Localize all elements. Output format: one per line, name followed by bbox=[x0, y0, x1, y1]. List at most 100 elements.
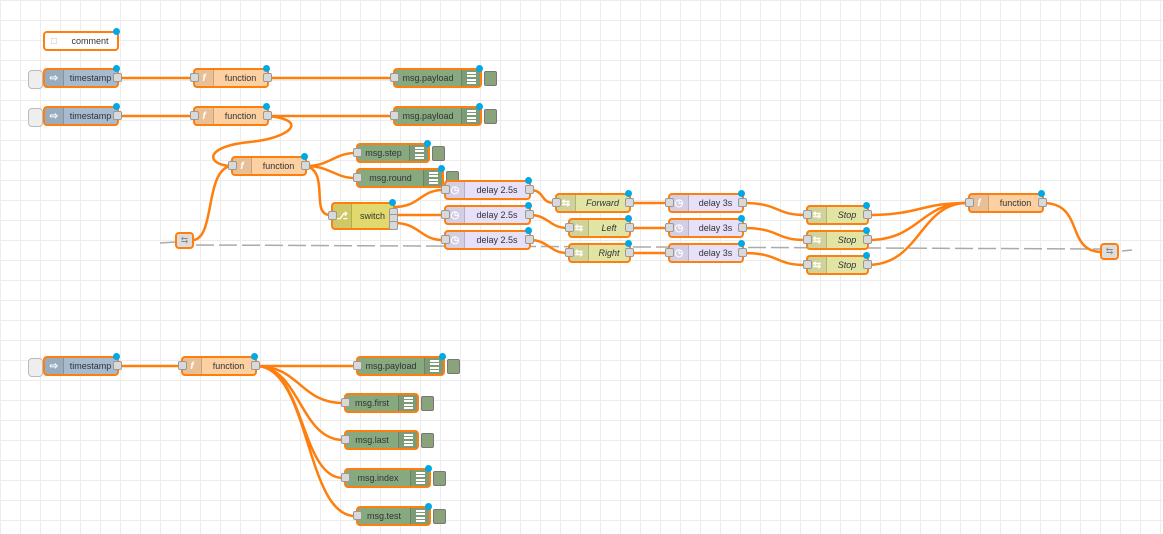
output-port[interactable] bbox=[301, 161, 310, 170]
inject-node[interactable]: ⇨ timestamp bbox=[43, 65, 122, 88]
input-port[interactable] bbox=[565, 248, 574, 257]
wire[interactable] bbox=[192, 164, 232, 242]
input-port[interactable] bbox=[665, 248, 674, 257]
function-node[interactable]: f function bbox=[965, 190, 1047, 213]
debug-toggle-button[interactable] bbox=[421, 433, 434, 448]
output-port[interactable] bbox=[738, 223, 747, 232]
output-port[interactable] bbox=[625, 223, 634, 232]
input-port[interactable] bbox=[665, 223, 674, 232]
function-node[interactable]: f function bbox=[228, 153, 310, 176]
delay-node[interactable]: ◷ delay 2.5s bbox=[441, 227, 534, 250]
debug-node[interactable]: msg.payload bbox=[390, 103, 483, 126]
change-node-stop[interactable]: ⇆ Stop bbox=[803, 202, 872, 225]
delay-node[interactable]: ◷ delay 3s bbox=[665, 240, 747, 263]
inject-node[interactable]: ⇨ timestamp bbox=[43, 103, 122, 126]
input-port[interactable] bbox=[190, 111, 199, 120]
input-port[interactable] bbox=[565, 223, 574, 232]
input-port[interactable] bbox=[228, 161, 237, 170]
wire[interactable] bbox=[392, 188, 445, 209]
input-port[interactable] bbox=[803, 260, 812, 269]
debug-toggle-button[interactable] bbox=[484, 71, 497, 86]
wire[interactable] bbox=[254, 364, 357, 518]
input-port[interactable] bbox=[441, 185, 450, 194]
change-node-stop[interactable]: ⇆ Stop bbox=[803, 227, 872, 250]
inject-button[interactable] bbox=[28, 108, 43, 127]
output-port[interactable] bbox=[389, 221, 398, 230]
output-port[interactable] bbox=[263, 73, 272, 82]
wire[interactable] bbox=[304, 164, 332, 217]
debug-toggle-button[interactable] bbox=[421, 396, 434, 411]
debug-toggle-button[interactable] bbox=[433, 509, 446, 524]
function-node[interactable]: f function bbox=[190, 103, 272, 126]
inject-node[interactable]: ⇨ timestamp bbox=[43, 353, 122, 376]
wire[interactable] bbox=[392, 221, 445, 242]
input-port[interactable] bbox=[803, 210, 812, 219]
input-port[interactable] bbox=[353, 148, 362, 157]
debug-node[interactable]: msg.first bbox=[341, 393, 419, 413]
input-port[interactable] bbox=[803, 235, 812, 244]
debug-toggle-button[interactable] bbox=[447, 359, 460, 374]
change-node-left[interactable]: ⇆ Left bbox=[565, 215, 634, 238]
debug-node[interactable]: msg.payload bbox=[390, 65, 483, 88]
input-port[interactable] bbox=[178, 361, 187, 370]
wire[interactable] bbox=[254, 364, 345, 405]
input-port[interactable] bbox=[390, 73, 399, 82]
wire[interactable] bbox=[304, 151, 357, 168]
delay-node[interactable]: ◷ delay 2.5s bbox=[441, 177, 534, 200]
input-port[interactable] bbox=[665, 198, 674, 207]
wire[interactable] bbox=[304, 164, 357, 180]
inject-button[interactable] bbox=[28, 358, 43, 377]
function-node[interactable]: f function bbox=[178, 353, 260, 376]
output-port[interactable] bbox=[113, 111, 122, 120]
output-port[interactable] bbox=[263, 111, 272, 120]
output-port[interactable] bbox=[863, 235, 872, 244]
change-node-right[interactable]: ⇆ Right bbox=[565, 240, 634, 263]
wire[interactable] bbox=[1041, 201, 1104, 254]
debug-node[interactable]: msg.last bbox=[341, 430, 419, 450]
output-port[interactable] bbox=[738, 198, 747, 207]
debug-node[interactable]: msg.step bbox=[353, 140, 431, 163]
input-port[interactable] bbox=[341, 398, 350, 407]
comment-node[interactable]: □ comment bbox=[43, 28, 120, 51]
change-node-stop[interactable]: ⇆ Stop bbox=[803, 252, 872, 275]
debug-node[interactable]: msg.round bbox=[353, 165, 445, 188]
output-port[interactable] bbox=[863, 210, 872, 219]
inject-button[interactable] bbox=[28, 70, 43, 89]
wire[interactable] bbox=[741, 201, 807, 217]
function-node[interactable]: f function bbox=[190, 65, 272, 88]
output-port[interactable] bbox=[113, 73, 122, 82]
wire[interactable] bbox=[212, 114, 293, 168]
wire[interactable] bbox=[866, 201, 969, 267]
input-port[interactable] bbox=[441, 210, 450, 219]
output-port[interactable] bbox=[1038, 198, 1047, 207]
input-port[interactable] bbox=[552, 198, 561, 207]
input-port[interactable] bbox=[441, 235, 450, 244]
output-port[interactable] bbox=[625, 248, 634, 257]
output-port[interactable] bbox=[525, 235, 534, 244]
output-port[interactable] bbox=[113, 361, 122, 370]
input-port[interactable] bbox=[353, 173, 362, 182]
wire[interactable] bbox=[741, 226, 807, 242]
input-port[interactable] bbox=[390, 111, 399, 120]
debug-node[interactable]: msg.index bbox=[341, 465, 432, 488]
input-port[interactable] bbox=[190, 73, 199, 82]
switch-node[interactable]: ⎇ switch bbox=[328, 199, 398, 230]
wire[interactable] bbox=[254, 364, 345, 442]
output-port[interactable] bbox=[625, 198, 634, 207]
wire[interactable] bbox=[528, 213, 569, 230]
link-out-node[interactable]: ⇆ bbox=[1100, 243, 1119, 260]
debug-toggle-button[interactable] bbox=[432, 146, 445, 161]
delay-node[interactable]: ◷ delay 3s bbox=[665, 190, 747, 213]
wire[interactable] bbox=[741, 251, 807, 267]
link-in-node[interactable]: ⇆ bbox=[175, 232, 194, 249]
change-node-forward[interactable]: ⇆ Forward bbox=[552, 190, 634, 213]
output-port[interactable] bbox=[863, 260, 872, 269]
debug-toggle-button[interactable] bbox=[484, 109, 497, 124]
output-port[interactable] bbox=[525, 210, 534, 219]
delay-node[interactable]: ◷ delay 2.5s bbox=[441, 202, 534, 225]
input-port[interactable] bbox=[965, 198, 974, 207]
debug-node[interactable]: msg.test bbox=[353, 503, 432, 526]
output-port[interactable] bbox=[251, 361, 260, 370]
input-port[interactable] bbox=[353, 361, 362, 370]
